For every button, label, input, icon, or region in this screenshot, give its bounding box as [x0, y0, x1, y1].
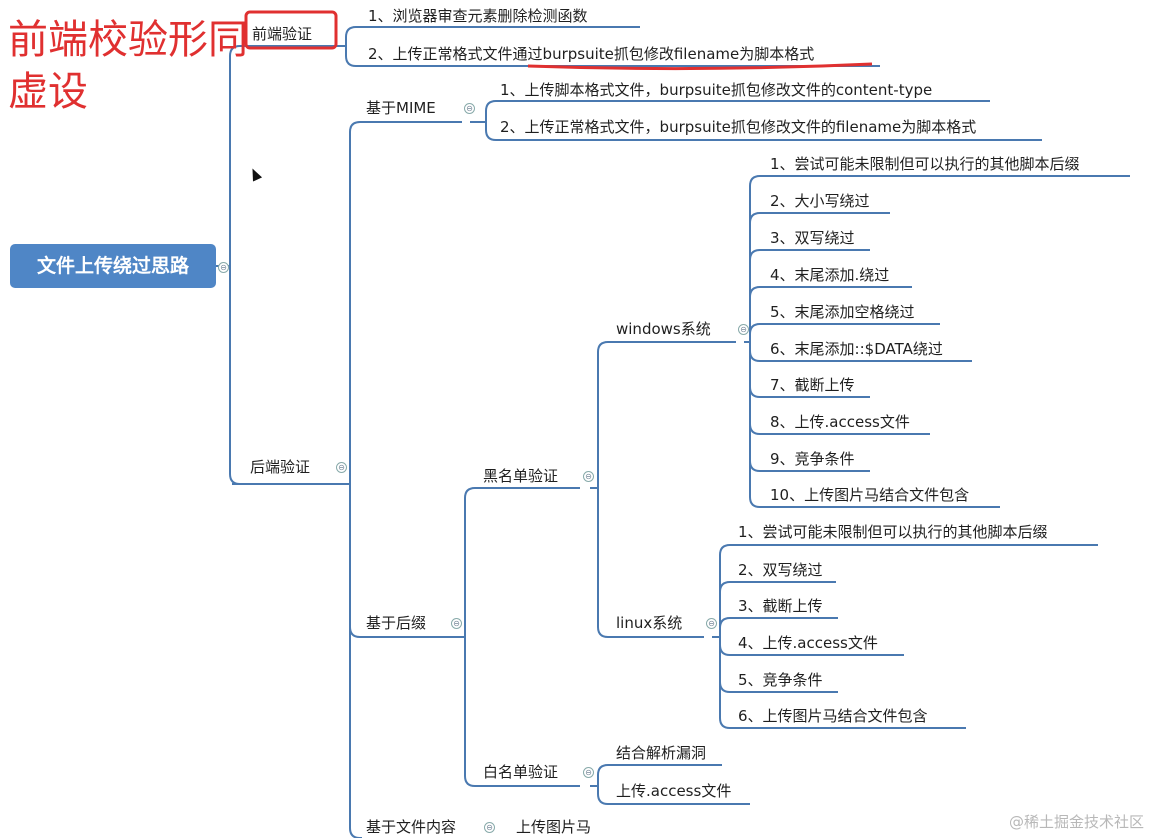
- frontend-item-1[interactable]: 1、浏览器审查元素删除检测函数: [368, 7, 588, 25]
- connector-line: [719, 637, 732, 656]
- watermark: @稀土掘金技术社区: [1008, 813, 1144, 831]
- windows-item-8[interactable]: 8、上传.access文件: [770, 413, 910, 431]
- connector-line: [749, 286, 762, 342]
- linux-item-1[interactable]: 1、尝试可能未限制但可以执行的其他脚本后缀: [738, 523, 1048, 541]
- connector-line: [485, 122, 497, 141]
- branch-frontend: [229, 45, 246, 266]
- branch-backend: [229, 266, 246, 485]
- collapse-toggle-icon[interactable]: ⊖: [583, 471, 594, 482]
- node-mime[interactable]: 基于MIME: [366, 99, 436, 117]
- node-content[interactable]: 基于文件内容: [366, 818, 457, 836]
- node-frontend[interactable]: 前端验证: [252, 25, 313, 43]
- windows-item-7[interactable]: 7、截断上传: [770, 376, 855, 394]
- collapse-toggle-icon[interactable]: ⊖: [583, 767, 594, 778]
- connector-line: [597, 488, 610, 638]
- windows-item-2[interactable]: 2、大小写绕过: [770, 192, 870, 210]
- node-whitelist[interactable]: 白名单验证: [483, 763, 559, 781]
- connector-line: [464, 487, 478, 637]
- linux-item-5[interactable]: 5、竞争条件: [738, 671, 823, 689]
- connector-line: [597, 341, 610, 488]
- collapse-toggle-icon[interactable]: ⊖: [336, 462, 347, 473]
- frontend-item-2[interactable]: 2、上传正常格式文件通过burpsuite抓包修改filename为脚本格式: [368, 45, 815, 63]
- collapse-toggle-icon[interactable]: ⊖: [218, 262, 229, 273]
- linux-item-4[interactable]: 4、上传.access文件: [738, 634, 878, 652]
- windows-item-1[interactable]: 1、尝试可能未限制但可以执行的其他脚本后缀: [770, 155, 1080, 173]
- collapse-toggle-icon[interactable]: ⊖: [451, 618, 462, 629]
- mime-item-2[interactable]: 2、上传正常格式文件，burpsuite抓包修改文件的filename为脚本格式: [500, 118, 977, 136]
- collapse-toggle-icon[interactable]: ⊖: [706, 618, 717, 629]
- node-linux[interactable]: linux系统: [616, 614, 683, 632]
- connector-line: [597, 786, 610, 805]
- whitelist-item-1[interactable]: 结合解析漏洞: [616, 744, 707, 762]
- connector-line: [749, 212, 762, 342]
- node-backend[interactable]: 后端验证: [250, 458, 311, 476]
- whitelist-item-2[interactable]: 上传.access文件: [616, 782, 732, 800]
- root-node[interactable]: 文件上传绕过思路: [10, 244, 216, 288]
- connector-line: [349, 121, 362, 484]
- connector-line: [749, 342, 762, 362]
- connector-line: [719, 637, 732, 693]
- windows-item-3[interactable]: 3、双写绕过: [770, 229, 855, 247]
- node-blacklist[interactable]: 黑名单验证: [483, 467, 559, 485]
- node-windows[interactable]: windows系统: [616, 320, 711, 338]
- connector-line: [597, 764, 610, 786]
- collapse-toggle-icon[interactable]: ⊖: [484, 822, 495, 833]
- connector-line: [719, 581, 732, 637]
- collapse-toggle-icon[interactable]: ⊖: [464, 103, 475, 114]
- connector-line: [464, 637, 478, 787]
- connector-line: [345, 46, 362, 67]
- content-item-1[interactable]: 上传图片马: [516, 818, 592, 836]
- connector-line: [349, 484, 362, 638]
- linux-item-3[interactable]: 3、截断上传: [738, 597, 823, 615]
- annotation-underline: [527, 62, 873, 71]
- connector-line: [749, 323, 762, 342]
- windows-item-6[interactable]: 6、末尾添加::$DATA绕过: [770, 340, 943, 358]
- connector-line: [749, 175, 762, 342]
- annotation-text: 前端校验形同虚设: [8, 17, 248, 115]
- connector-line: [345, 26, 362, 46]
- node-suffix[interactable]: 基于后缀: [366, 614, 427, 632]
- connector-line: [349, 484, 362, 838]
- connector-line: [749, 342, 762, 508]
- mime-item-1[interactable]: 1、上传脚本格式文件，burpsuite抓包修改文件的content-type: [500, 81, 933, 99]
- windows-item-5[interactable]: 5、末尾添加空格绕过: [770, 303, 915, 321]
- connector-line: [485, 100, 497, 122]
- annotation-highlight-box: [244, 10, 338, 50]
- connector-line: [749, 249, 762, 342]
- windows-item-10[interactable]: 10、上传图片马结合文件包含: [770, 486, 970, 504]
- connector-line: [719, 544, 732, 637]
- connector-line: [719, 617, 732, 637]
- linux-item-2[interactable]: 2、双写绕过: [738, 561, 823, 579]
- collapse-toggle-icon[interactable]: ⊖: [738, 324, 749, 335]
- connector-line: [719, 637, 732, 729]
- linux-item-6[interactable]: 6、上传图片马结合文件包含: [738, 707, 928, 725]
- connector-line: [749, 342, 762, 398]
- windows-item-9[interactable]: 9、竞争条件: [770, 450, 855, 468]
- windows-item-4[interactable]: 4、末尾添加.绕过: [770, 266, 890, 284]
